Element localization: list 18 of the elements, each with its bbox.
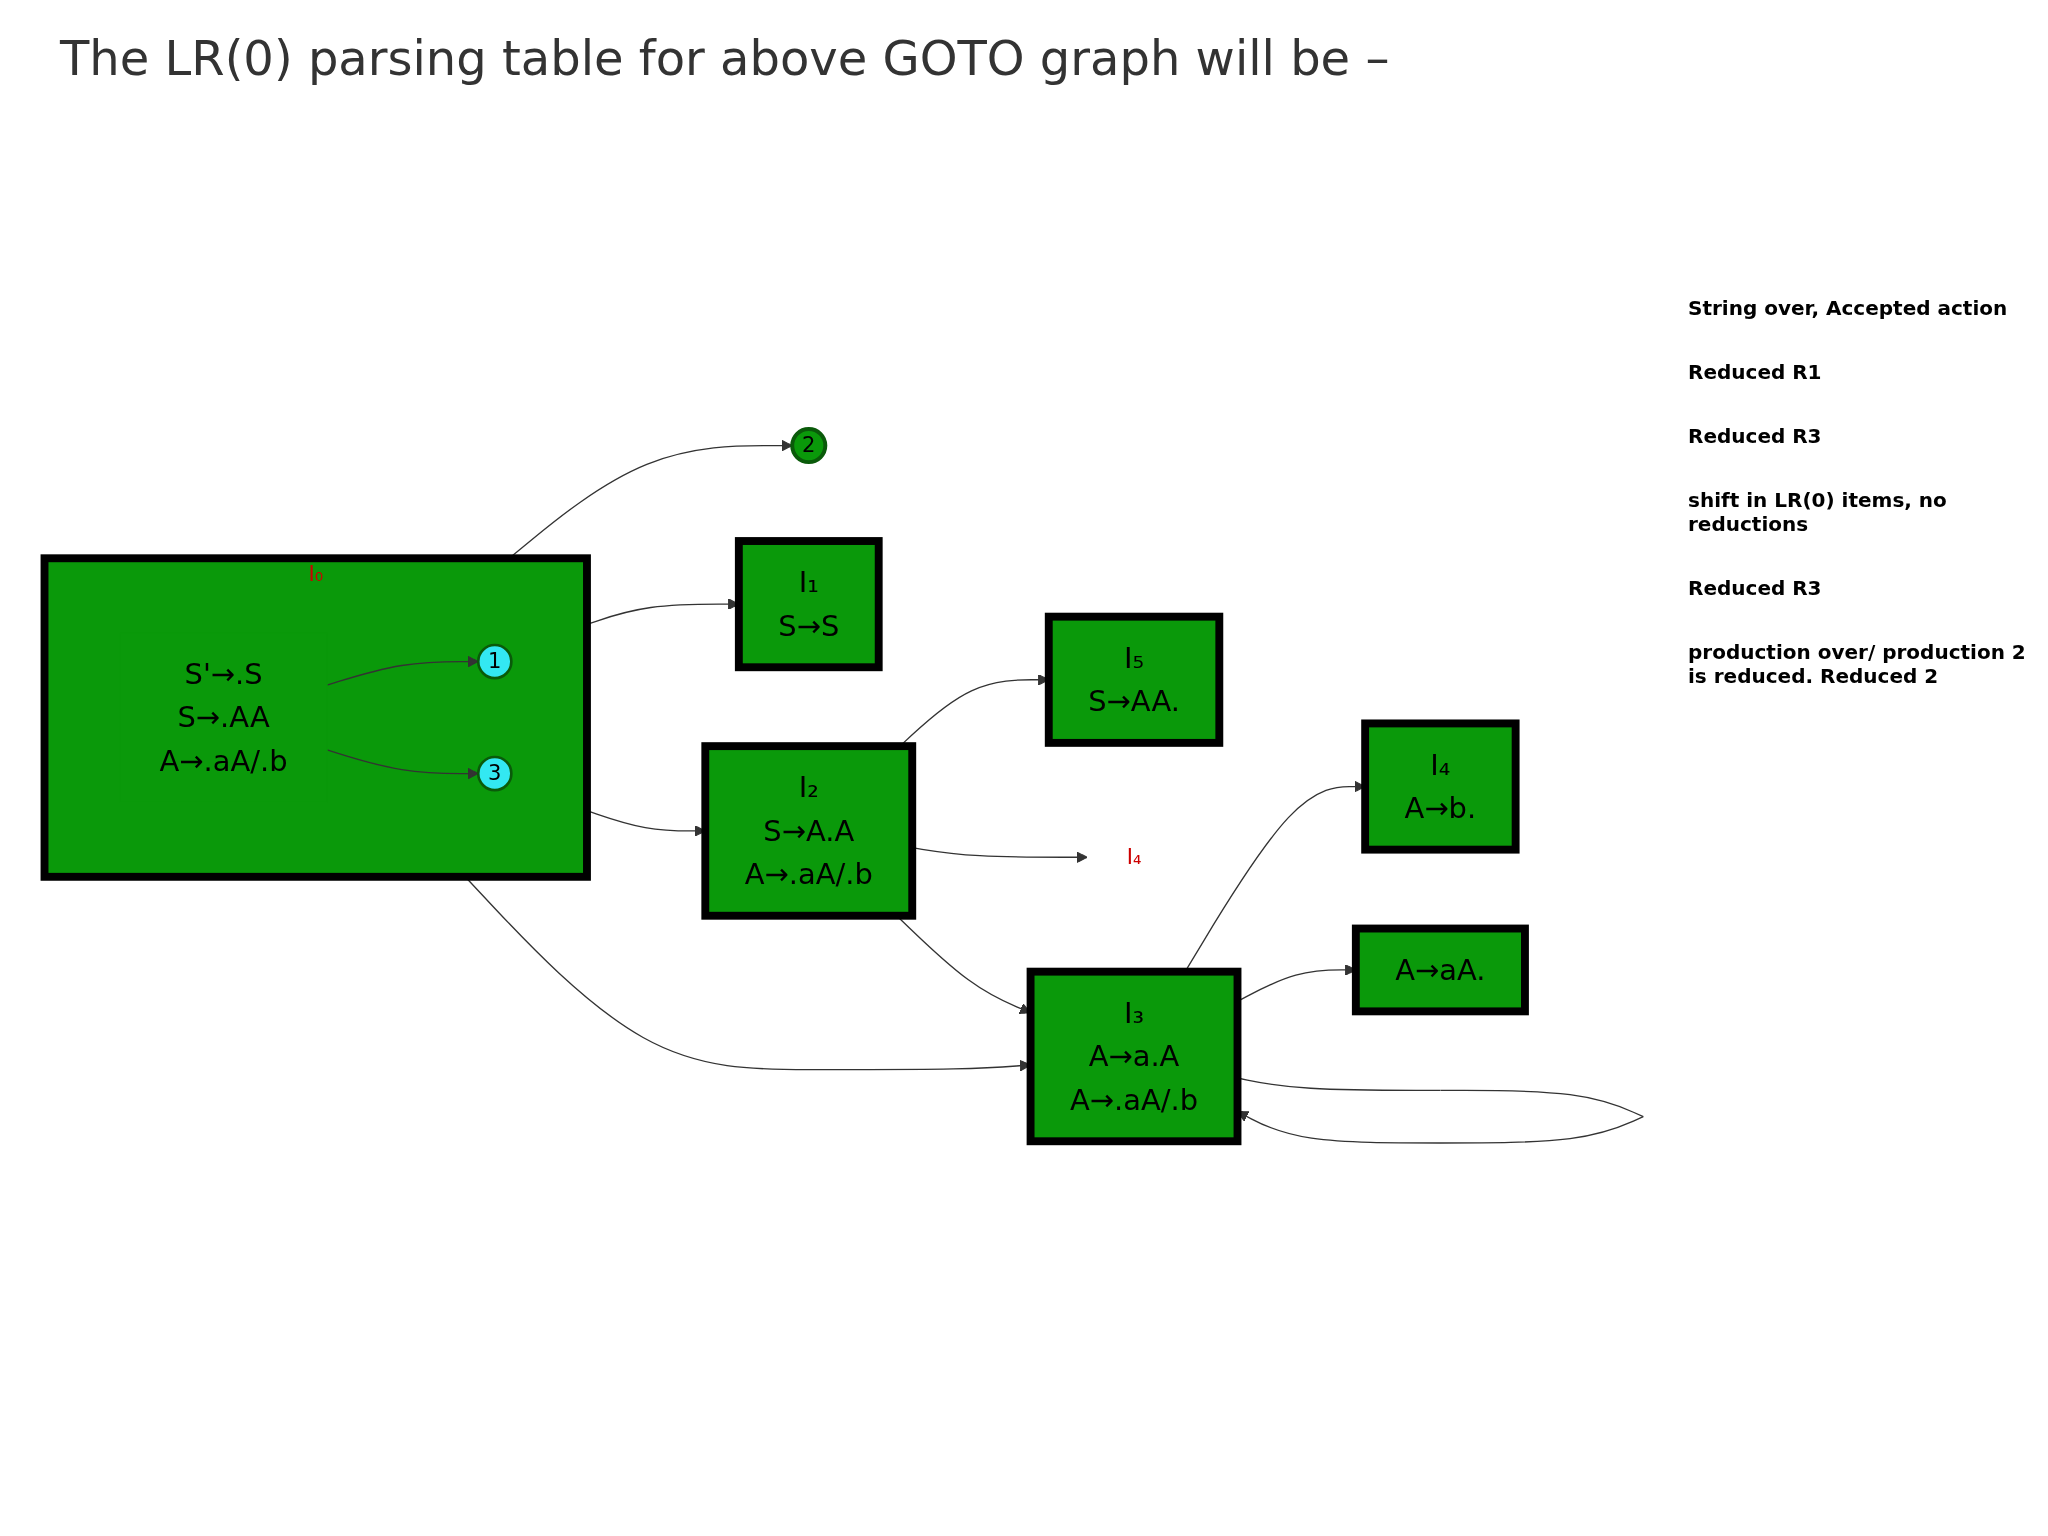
node-box: I₁ S→S	[734, 537, 883, 672]
node-text: S'→.S S→.AA A→.aA/.b	[159, 657, 288, 778]
node-box: A→aA.	[1351, 924, 1529, 1016]
node-text: I₄	[1126, 844, 1142, 870]
node-circle: 2	[790, 427, 828, 465]
note-text: Reduced R1	[1688, 360, 1823, 384]
node-circle: 1	[476, 643, 513, 680]
node-circle: 3	[476, 755, 513, 792]
note-text: Reduced R3	[1688, 424, 1823, 448]
note-text: production over/ production 2 is reduced. Reduced 2	[1688, 640, 2027, 688]
node-box: I₃ A→a.A A→.aA/.b	[1026, 967, 1242, 1146]
node-box: I₄ A→b.	[1361, 719, 1520, 854]
node-box: I₅ S→AA.	[1044, 612, 1224, 747]
note-text: String over, Accepted action	[1688, 296, 2009, 320]
note-text: Reduced R3	[1688, 576, 1823, 600]
node-box: I₂ S→A.A A→.aA/.b	[701, 742, 917, 920]
diagram-title: The LR(0) parsing table for above GOTO graph will be –	[60, 30, 1391, 86]
note-text: shift in LR(0) items, no reductions	[1688, 488, 1948, 536]
